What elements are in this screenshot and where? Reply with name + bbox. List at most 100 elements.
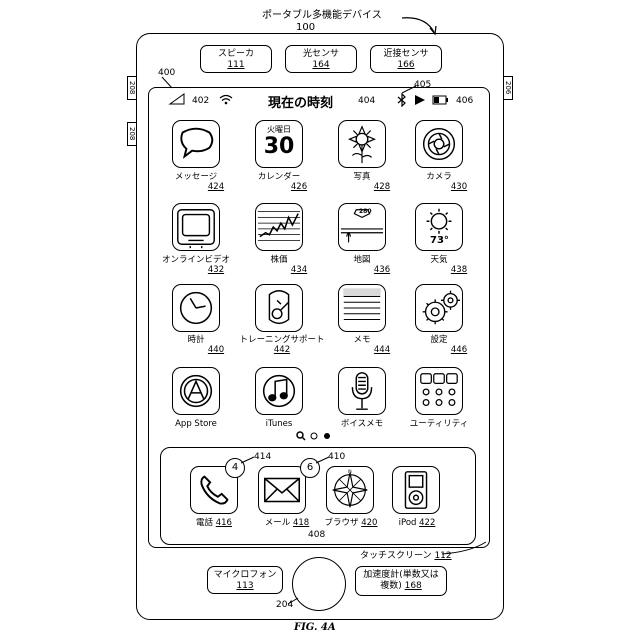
proximity-sensor-box: 近接センサ 166 — [370, 45, 442, 73]
calendar-icon[interactable]: 火曜日 30 — [255, 120, 303, 168]
app-label-stocks: 株価 434 — [234, 255, 324, 275]
dock-label-ipod: iPod 422 — [382, 518, 452, 528]
home-button[interactable] — [292, 557, 346, 611]
status-time-title: 現在の時刻 — [268, 92, 333, 111]
accelerometer-box: 加速度計(単数又は 複数) 168 — [355, 566, 447, 596]
app-store-icon[interactable] — [172, 367, 220, 415]
app-label-calendar: カレンダー426 — [234, 172, 324, 192]
app-name: カメラ — [426, 172, 452, 182]
app-label-settings: 設定 446 — [394, 335, 484, 355]
app-ref: 428 — [374, 182, 390, 192]
camera-lens-icon[interactable] — [415, 120, 463, 168]
app-ref: 434 — [291, 265, 307, 275]
svg-text:N: N — [348, 469, 352, 475]
app-ref: 426 — [291, 182, 307, 192]
app-name: App Store — [175, 419, 217, 429]
workout-shoe-icon[interactable] — [255, 284, 303, 332]
message-bubble-icon[interactable] — [172, 120, 220, 168]
app-name: トレーニングサポート — [239, 335, 324, 345]
light-sensor-box: 光センサ 164 — [285, 45, 357, 73]
app-label-camera: カメラ430 — [394, 172, 484, 192]
page-dot-inactive[interactable] — [311, 433, 317, 439]
notepad-icon[interactable] — [338, 284, 386, 332]
map-icon[interactable]: 280 — [338, 203, 386, 251]
app-name: カレンダー — [258, 172, 301, 182]
compass-browser-icon[interactable]: N — [326, 466, 374, 514]
app-name: 天気 — [430, 255, 447, 265]
app-ref: 432 — [208, 265, 224, 275]
sunflower-photo-icon[interactable] — [338, 120, 386, 168]
side-button-right-top-ref: 206 — [504, 81, 512, 94]
app-name: 設定 — [430, 335, 447, 345]
dock-app-name: ブラウザ — [325, 518, 359, 528]
dock-app-name: iPod — [399, 518, 417, 528]
app-ref: 440 — [208, 345, 224, 355]
stock-chart-icon[interactable] — [255, 203, 303, 251]
ipod-icon[interactable] — [392, 466, 440, 514]
app-label-messages: メッセージ424 — [151, 172, 241, 192]
accelerometer-ref: 168 — [405, 581, 422, 591]
wifi-icon — [218, 93, 234, 105]
page-indicator[interactable] — [295, 430, 335, 442]
dock-app-name: メール — [265, 518, 291, 528]
tv-icon[interactable] — [172, 203, 220, 251]
calendar-date: 30 — [256, 135, 302, 159]
touch-screen-name: タッチスクリーン — [360, 551, 432, 561]
touch-screen-leader — [440, 540, 490, 556]
dock-app-ref: 422 — [419, 518, 435, 528]
side-button-left-mid[interactable]: 208 — [127, 122, 137, 146]
phone-badge-leader — [240, 455, 256, 465]
weather-temp: 73° — [430, 235, 449, 246]
phone-badge-ref: 414 — [254, 452, 271, 462]
app-ref: 438 — [451, 265, 467, 275]
touch-screen-label: タッチスクリーン 112 — [360, 551, 452, 562]
light-sensor-ref: 164 — [312, 60, 329, 70]
utilities-grid-icon[interactable] — [415, 367, 463, 415]
app-label-clock: 時計440 — [151, 335, 241, 355]
gears-icon[interactable] — [415, 284, 463, 332]
app-name: iTunes — [266, 419, 293, 429]
app-label-utilities: ユーティリティ — [394, 419, 484, 429]
mail-envelope-icon[interactable] — [258, 466, 306, 514]
dock-label-mail: メール 418 — [252, 518, 322, 528]
side-button-left-mid-ref: 208 — [128, 127, 136, 140]
weather-sun-icon[interactable]: 73° — [415, 203, 463, 251]
app-ref: 442 — [274, 345, 290, 355]
app-name: ユーティリティ — [410, 419, 468, 429]
side-button-left-top[interactable]: 208 — [127, 76, 137, 100]
clock-icon[interactable] — [172, 284, 220, 332]
side-button-right-top[interactable]: 206 — [503, 76, 513, 100]
music-note-icon[interactable] — [255, 367, 303, 415]
page-dot-active[interactable] — [324, 433, 330, 439]
app-name: 株価 — [270, 255, 287, 265]
battery-ref: 406 — [456, 96, 473, 106]
side-button-left-top-ref: 208 — [128, 81, 136, 94]
app-label-workout: トレーニングサポート 442 — [234, 335, 330, 355]
map-route-number: 280 — [359, 208, 372, 215]
app-ref: 446 — [451, 345, 467, 355]
accelerometer-line1: 加速度計(単数又は — [363, 570, 439, 581]
app-name: 写真 — [353, 172, 370, 182]
search-icon[interactable] — [297, 432, 305, 440]
app-ref: 424 — [208, 182, 224, 192]
device-ref: 100 — [296, 22, 315, 33]
app-ref: 444 — [374, 345, 390, 355]
device-title: ポータブル多機能デバイス — [262, 10, 382, 21]
speaker-ref: 111 — [227, 60, 244, 70]
proximity-sensor-ref: 166 — [397, 60, 414, 70]
speaker-label: スピーカ — [218, 49, 254, 60]
battery-icon — [432, 95, 450, 105]
app-label-weather: 天気 438 — [394, 255, 484, 275]
app-label-itunes: iTunes — [234, 419, 324, 429]
app-ref: 430 — [451, 182, 467, 192]
app-name: 地図 — [353, 255, 370, 265]
home-button-leader — [286, 596, 300, 606]
signal-ref: 402 — [192, 96, 209, 106]
app-name: オンラインビデオ — [162, 255, 230, 265]
dock-app-ref: 418 — [293, 518, 309, 528]
dock-app-ref: 416 — [216, 518, 232, 528]
microphone-icon[interactable] — [338, 367, 386, 415]
signal-strength-icon — [168, 93, 186, 105]
bluetooth-icon — [396, 93, 408, 107]
app-name: メモ — [353, 335, 370, 345]
